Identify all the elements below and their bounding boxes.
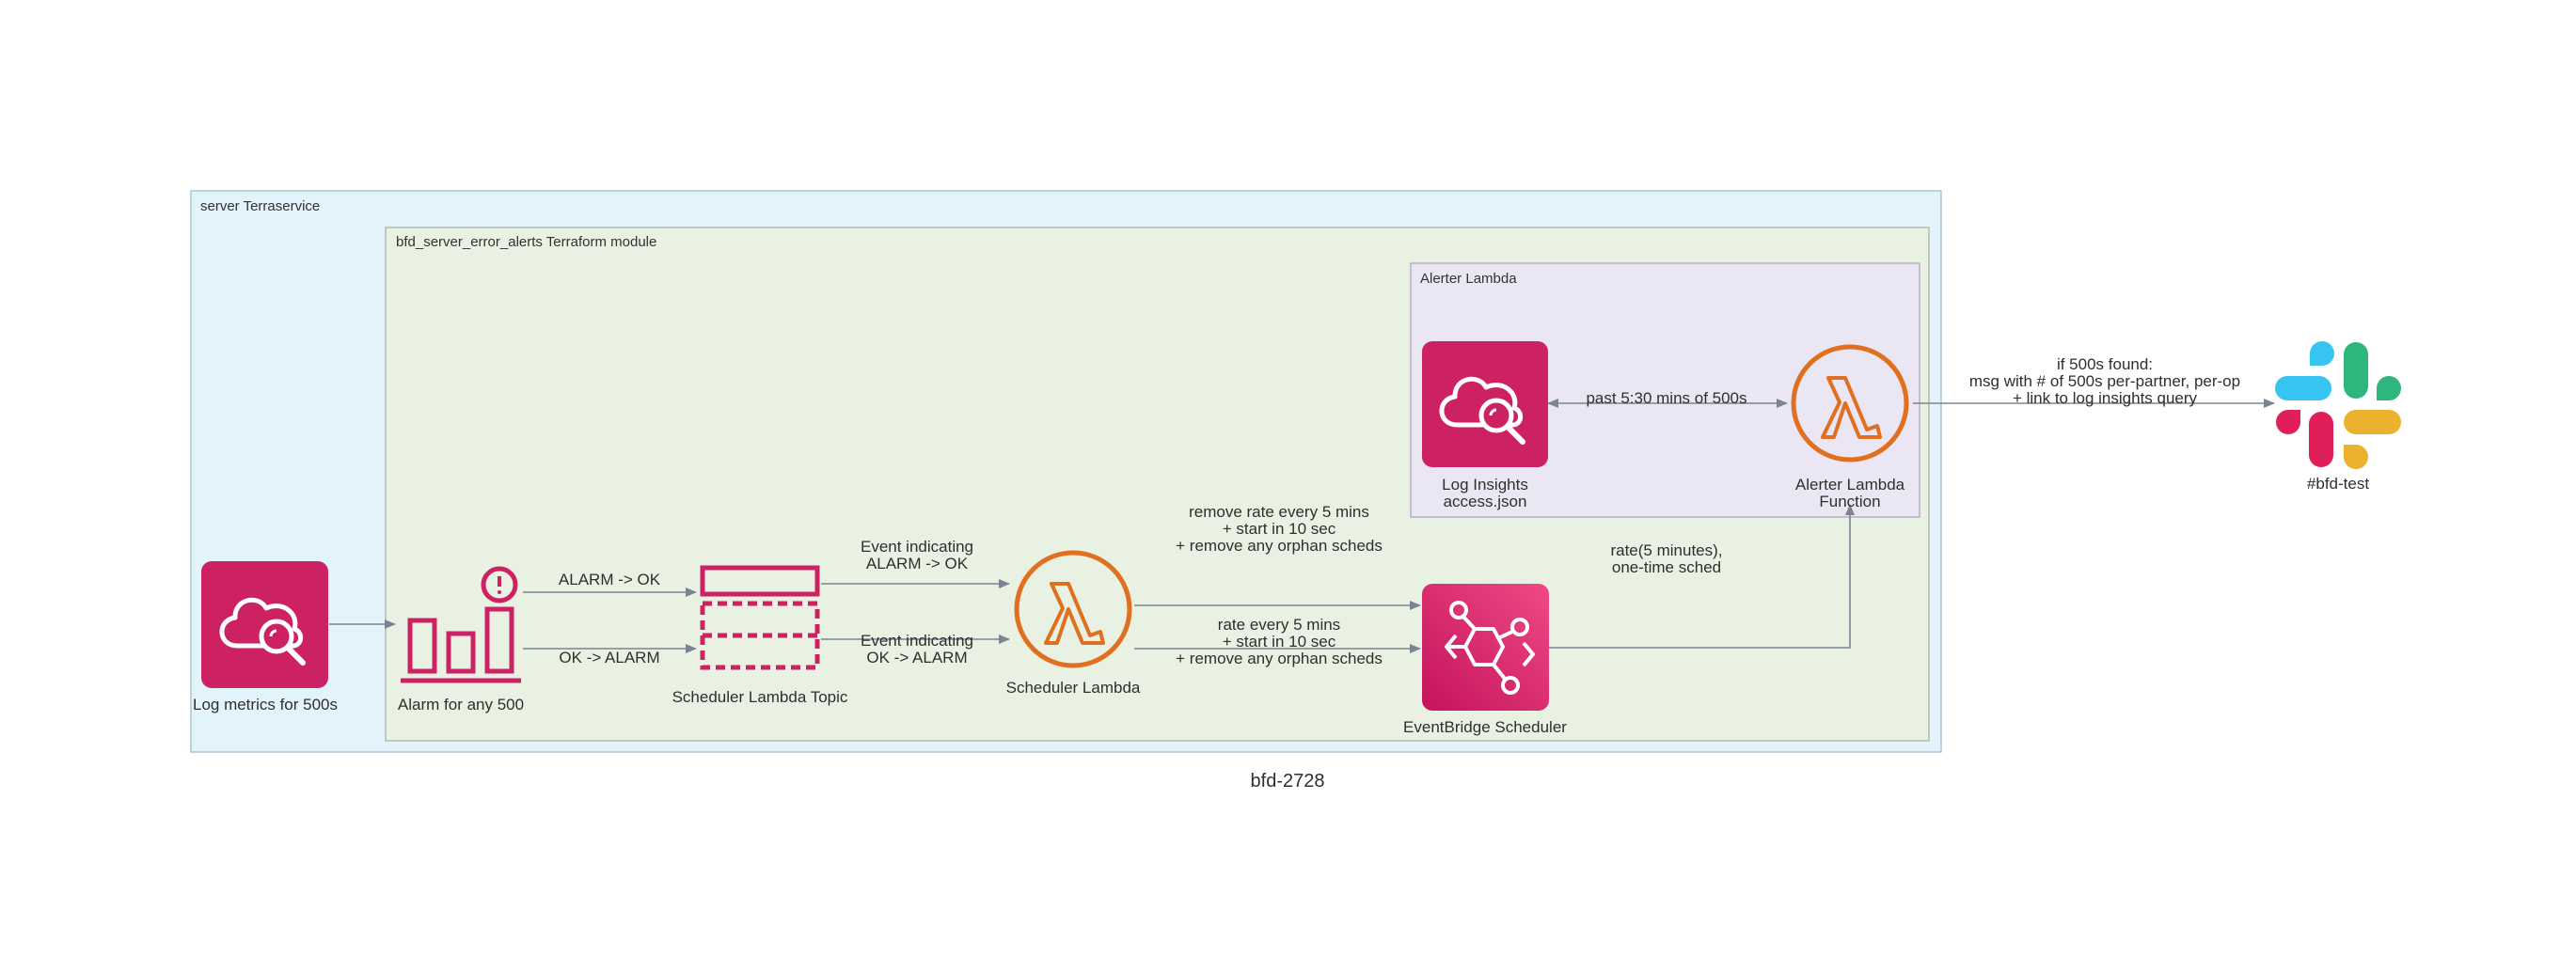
node-scheduler-lambda[interactable]: Scheduler Lambda bbox=[1006, 550, 1141, 697]
node-label-topic: Scheduler Lambda Topic bbox=[672, 688, 848, 706]
cloudwatch-logs-insights-icon bbox=[1422, 341, 1548, 467]
edge-label-if-500s-2: msg with # of 500s per-partner, per-op bbox=[1969, 372, 2240, 390]
node-slack-channel[interactable]: #bfd-test bbox=[2275, 341, 2401, 493]
node-label-slack: #bfd-test bbox=[2307, 475, 2369, 493]
edge-label-event-ok-alarm-2: OK -> ALARM bbox=[866, 649, 967, 666]
edge-label-rate-5min-2: one-time sched bbox=[1612, 558, 1721, 576]
node-label-alerter-2: Function bbox=[1819, 493, 1880, 510]
node-label-log-insights-1: Log Insights bbox=[1442, 476, 1528, 494]
node-label-alerter-1: Alerter Lambda bbox=[1795, 476, 1905, 494]
edges bbox=[329, 399, 2275, 653]
lambda-icon bbox=[1791, 344, 1909, 462]
edge-label-remove-rate-2: + start in 10 sec bbox=[1223, 520, 1336, 538]
edge-label-ok-alarm: OK -> ALARM bbox=[559, 649, 659, 666]
edge-label-rate-every-1: rate every 5 mins bbox=[1218, 616, 1340, 634]
edge-label-event-alarm-ok-1: Event indicating bbox=[861, 538, 973, 556]
edge-label-if-500s-3: + link to log insights query bbox=[2013, 389, 2198, 407]
edge-label-rate-every-2: + start in 10 sec bbox=[1223, 633, 1336, 651]
edge-label-event-ok-alarm-1: Event indicating bbox=[861, 632, 973, 650]
diagram-caption: bfd-2728 bbox=[1251, 771, 1325, 792]
cloudwatch-alarm-icon bbox=[401, 566, 521, 683]
node-log-insights[interactable]: Log Insights access.json bbox=[1422, 341, 1548, 510]
edge-label-rate-5min-1: rate(5 minutes), bbox=[1610, 541, 1722, 559]
edge-rate-5min bbox=[1548, 504, 1855, 649]
cluster-label-server: server Terraservice bbox=[200, 198, 320, 214]
node-label-eventbridge: EventBridge Scheduler bbox=[1403, 718, 1567, 736]
edge-label-rate-every-3: + remove any orphan scheds bbox=[1176, 650, 1383, 667]
node-scheduler-topic[interactable]: Scheduler Lambda Topic bbox=[672, 565, 848, 706]
cloudwatch-logs-insights-icon bbox=[201, 561, 328, 688]
node-alerter-function[interactable]: Alerter Lambda Function bbox=[1791, 344, 1909, 510]
edge-label-alarm-ok: ALARM -> OK bbox=[559, 571, 661, 588]
cluster-label-module: bfd_server_error_alerts Terraform module bbox=[396, 234, 656, 250]
edge-label-event-alarm-ok-2: ALARM -> OK bbox=[866, 555, 969, 572]
node-label-log-metrics: Log metrics for 500s bbox=[193, 696, 338, 713]
cluster-label-alerter: Alerter Lambda bbox=[1420, 271, 1517, 287]
node-label-log-insights-2: access.json bbox=[1444, 493, 1527, 510]
edge-label-past-530: past 5:30 mins of 500s bbox=[1586, 389, 1746, 407]
node-eventbridge[interactable]: EventBridge Scheduler bbox=[1403, 584, 1567, 736]
node-label-alarm: Alarm for any 500 bbox=[398, 696, 524, 713]
node-alarm[interactable]: Alarm for any 500 bbox=[398, 566, 524, 713]
node-label-scheduler-lambda: Scheduler Lambda bbox=[1006, 679, 1141, 697]
node-log-metrics[interactable]: Log metrics for 500s bbox=[193, 561, 338, 713]
eventbridge-icon bbox=[1422, 584, 1549, 711]
slack-icon bbox=[2275, 341, 2401, 469]
edge-label-remove-rate-3: + remove any orphan scheds bbox=[1176, 537, 1383, 555]
sns-topic-icon bbox=[700, 565, 820, 670]
edge-label-if-500s-1: if 500s found: bbox=[2057, 355, 2153, 373]
lambda-icon bbox=[1014, 550, 1132, 668]
edge-labels: ALARM -> OK OK -> ALARM Event indicating… bbox=[559, 355, 2240, 667]
edge-label-remove-rate-1: remove rate every 5 mins bbox=[1189, 503, 1369, 521]
